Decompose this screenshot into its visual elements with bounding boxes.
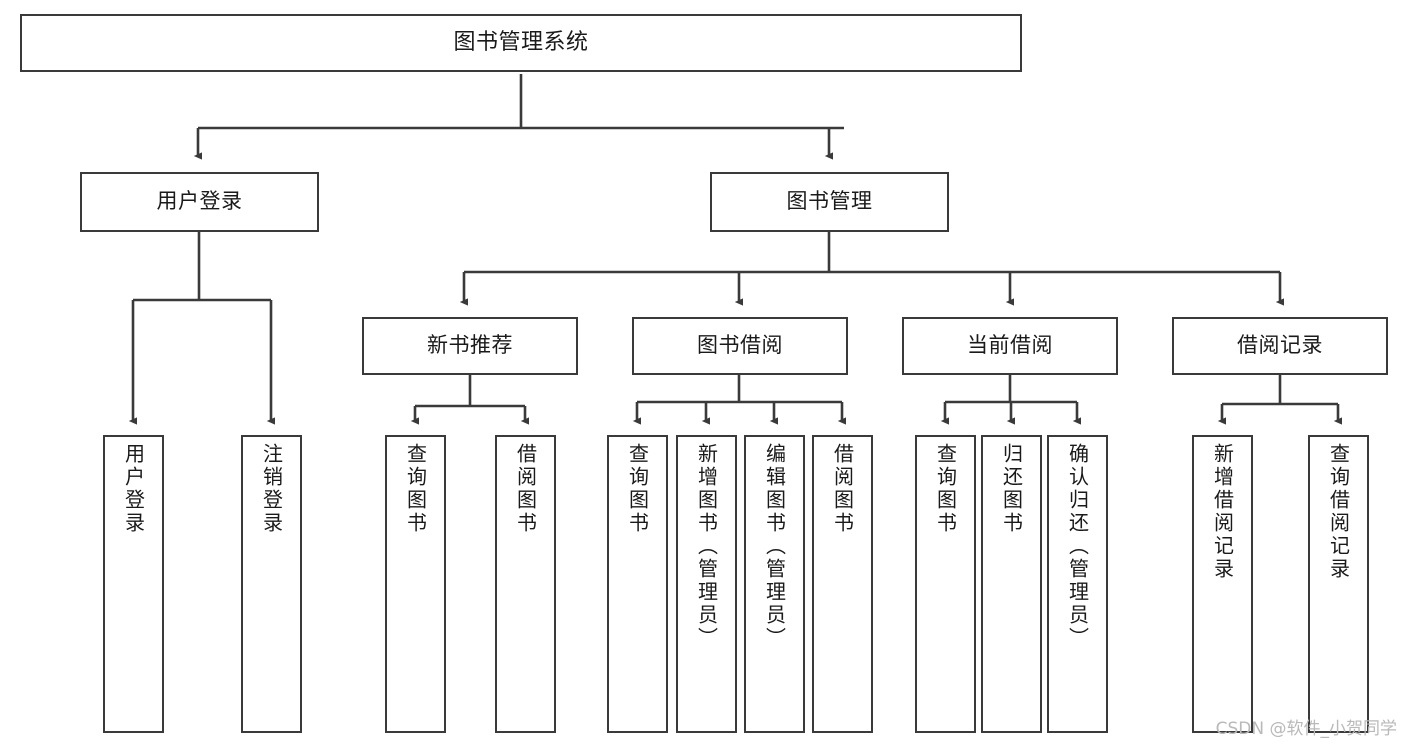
node-leaf-return-book[interactable]: 归还图书 (981, 435, 1042, 733)
node-leaf-user-login[interactable]: 用户登录 (103, 435, 164, 733)
node-leaf-borrow-book-1[interactable]: 借阅图书 (495, 435, 556, 733)
node-current-borrow-label: 当前借阅 (967, 333, 1053, 358)
node-leaf-logout-login-label: 注销登录 (259, 443, 284, 535)
node-user-login[interactable]: 用户登录 (80, 172, 319, 232)
node-leaf-edit-book[interactable]: 编辑图书（管理员） (744, 435, 805, 733)
node-leaf-confirm-return[interactable]: 确认归还（管理员） (1047, 435, 1108, 733)
watermark-text: CSDN @软件_小贺同学 (1215, 719, 1397, 739)
node-leaf-add-record-label: 新增借阅记录 (1210, 443, 1235, 581)
node-current-borrow[interactable]: 当前借阅 (902, 317, 1118, 375)
node-book-borrow-label: 图书借阅 (697, 333, 783, 358)
node-leaf-query-book-1-label: 查询图书 (403, 443, 428, 535)
node-leaf-add-book-label: 新增图书（管理员） (694, 443, 719, 650)
node-leaf-borrow-book-1-label: 借阅图书 (513, 443, 538, 535)
node-root[interactable]: 图书管理系统 (20, 14, 1022, 72)
node-borrow-record[interactable]: 借阅记录 (1172, 317, 1388, 375)
node-leaf-add-record[interactable]: 新增借阅记录 (1192, 435, 1253, 733)
node-leaf-add-book[interactable]: 新增图书（管理员） (676, 435, 737, 733)
node-leaf-query-record-label: 查询借阅记录 (1326, 443, 1351, 581)
node-leaf-query-book-1[interactable]: 查询图书 (385, 435, 446, 733)
node-leaf-query-book-3[interactable]: 查询图书 (915, 435, 976, 733)
node-book-management[interactable]: 图书管理 (710, 172, 949, 232)
node-book-management-label: 图书管理 (786, 189, 873, 214)
node-root-label: 图书管理系统 (453, 29, 589, 55)
node-leaf-return-book-label: 归还图书 (999, 443, 1024, 535)
node-leaf-borrow-book-2-label: 借阅图书 (830, 443, 855, 535)
node-new-book-recommend-label: 新书推荐 (427, 333, 513, 358)
node-leaf-borrow-book-2[interactable]: 借阅图书 (812, 435, 873, 733)
node-leaf-confirm-return-label: 确认归还（管理员） (1065, 443, 1090, 650)
node-leaf-user-login-label: 用户登录 (121, 443, 146, 535)
node-borrow-record-label: 借阅记录 (1237, 333, 1323, 358)
node-leaf-logout-login[interactable]: 注销登录 (241, 435, 302, 733)
node-leaf-query-record[interactable]: 查询借阅记录 (1308, 435, 1369, 733)
node-book-borrow[interactable]: 图书借阅 (632, 317, 848, 375)
node-user-login-label: 用户登录 (156, 189, 243, 214)
node-leaf-edit-book-label: 编辑图书（管理员） (762, 443, 787, 650)
node-new-book-recommend[interactable]: 新书推荐 (362, 317, 578, 375)
node-leaf-query-book-2[interactable]: 查询图书 (607, 435, 668, 733)
node-leaf-query-book-3-label: 查询图书 (933, 443, 958, 535)
node-leaf-query-book-2-label: 查询图书 (625, 443, 650, 535)
